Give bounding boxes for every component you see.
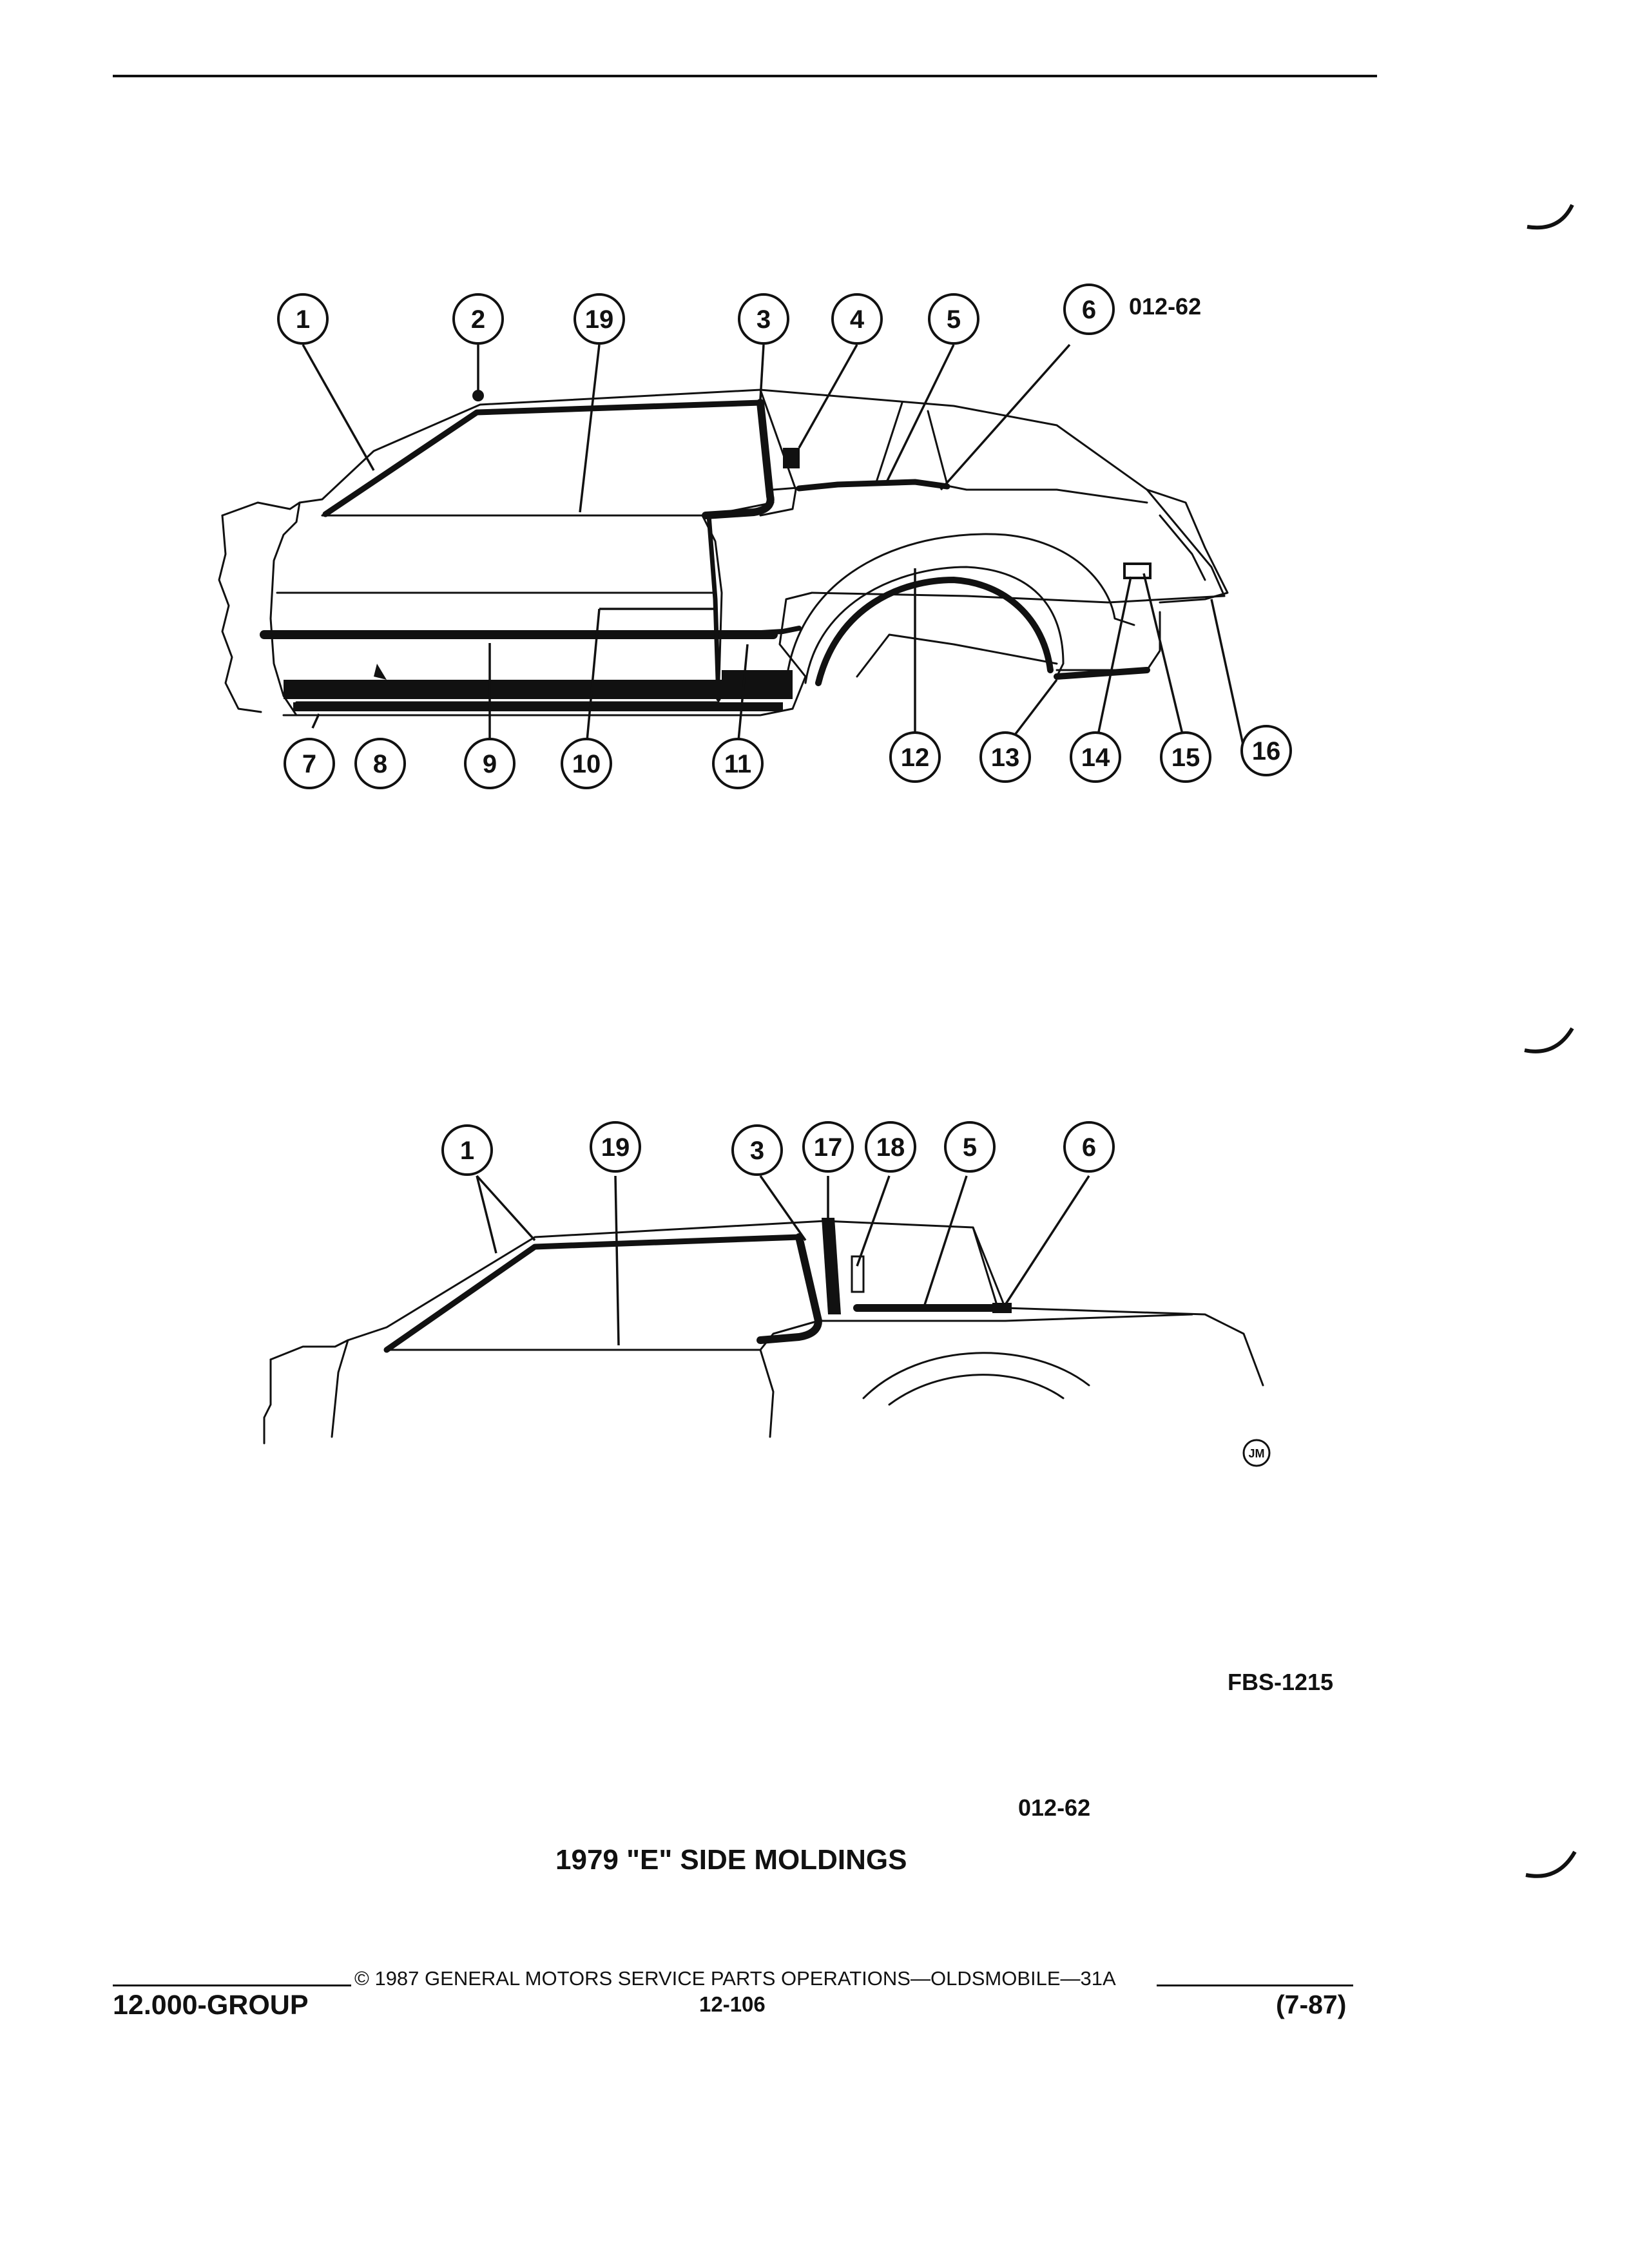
footer-date: (7-87): [1276, 1990, 1347, 2019]
artist-mark: [1242, 1439, 1271, 1467]
callout-circle: [1063, 284, 1115, 335]
callout-circle: [802, 1121, 854, 1173]
callout-label: 6: [1082, 1133, 1096, 1162]
callout-circle: [889, 731, 941, 783]
callout-circle: [284, 738, 335, 789]
callout-label: 5: [947, 305, 961, 334]
footer-rule-right: [1157, 1984, 1353, 1986]
callout-label: 7: [302, 750, 316, 778]
footer-copyright: © 1987 GENERAL MOTORS SERVICE PARTS OPER…: [354, 1967, 1116, 1990]
callout-circle: [865, 1121, 916, 1173]
callout-circle: [731, 1124, 783, 1176]
callout-label: 1: [460, 1137, 474, 1165]
callout-label: 5: [963, 1133, 977, 1162]
callout-label: 13: [991, 744, 1020, 772]
figure-caption: 1979 "E" SIDE MOLDINGS: [555, 1844, 907, 1876]
callout-circle: [712, 738, 764, 789]
callout-label: 9: [483, 750, 497, 778]
callout-label: 1: [296, 305, 310, 334]
callout-circle: [277, 293, 329, 345]
callout-circle: [1063, 1121, 1115, 1173]
artist-mark-label: JM: [1248, 1447, 1264, 1460]
callout-label: 3: [750, 1137, 764, 1165]
top-rule: [113, 75, 1377, 77]
footer-page-number: 12-106: [699, 1992, 766, 2016]
callout-label: 17: [814, 1133, 843, 1162]
callout-circle: [441, 1124, 493, 1176]
callout-label: 18: [876, 1133, 905, 1162]
callout-label: 19: [601, 1133, 630, 1162]
upper-figure-code: 012-62: [1129, 293, 1201, 320]
callout-circle: [944, 1121, 996, 1173]
callout-circle: [452, 293, 504, 345]
callout-circle: [354, 738, 406, 789]
callout-circle: [1240, 725, 1292, 776]
callout-circle: [464, 738, 516, 789]
callout-circle: [561, 738, 612, 789]
callout-label: 12: [901, 744, 930, 772]
callout-label: 16: [1252, 737, 1281, 765]
callout-circle: [831, 293, 883, 345]
callout-circle: [928, 293, 979, 345]
callout-circle: [979, 731, 1031, 783]
callout-label: 6: [1082, 296, 1096, 324]
callout-label: 11: [724, 750, 751, 778]
callout-label: 19: [585, 305, 614, 334]
callout-label: 4: [850, 305, 865, 334]
figure-number: FBS-1215: [1228, 1669, 1334, 1695]
callout-label: 2: [471, 305, 485, 334]
callout-label: 8: [373, 750, 387, 778]
callout-circle: [1160, 731, 1211, 783]
callout-circle: [574, 293, 625, 345]
callout-label: 10: [572, 750, 601, 778]
callout-label: 15: [1171, 744, 1200, 772]
callout-label: 3: [757, 305, 771, 334]
callout-circle: [1070, 731, 1121, 783]
illustration-code: 012-62: [1018, 1794, 1091, 1821]
footer-rule-left: [113, 1984, 351, 1986]
footer-group: 12.000-GROUP: [113, 1990, 309, 2021]
callout-circle: [738, 293, 789, 345]
callout-label: 14: [1081, 744, 1110, 772]
callout-circle: [590, 1121, 641, 1173]
